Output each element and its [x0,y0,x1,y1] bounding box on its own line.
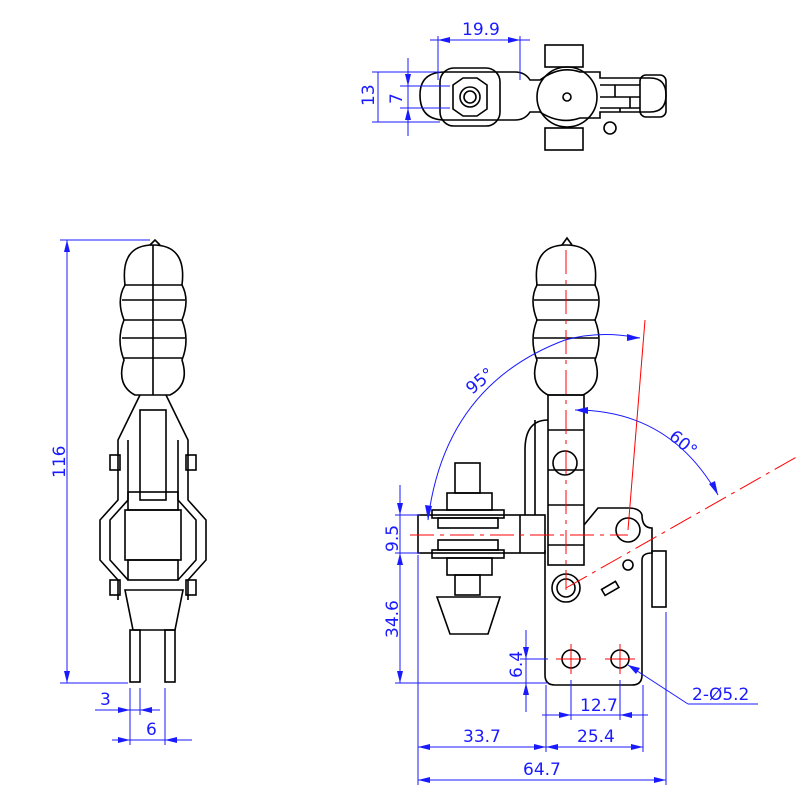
dim-reach: 33.7 [463,727,501,747]
dim-top-width: 19.9 [462,20,500,40]
dim-base-to-arm: 34.6 [383,600,403,638]
side-view: 116 3 6 [50,238,207,745]
dim-top-height-outer: 13 [359,84,379,106]
dim-hole-offset: 6.4 [507,651,527,678]
dim-open-angle: 60° [665,427,701,462]
dim-top-height-inner: 7 [387,93,407,104]
top-view: 19.9 13 7 [359,20,667,151]
dim-arm-height: 9.5 [383,525,403,552]
dim-overall-length: 64.7 [523,760,561,780]
dim-hole-callout: 2-Ø5.2 [692,685,749,705]
dim-finger-gap: 6 [146,720,157,740]
dim-finger-width: 3 [100,690,111,710]
dim-base-width: 25.4 [577,727,615,747]
mount-holes [556,644,635,674]
dim-overall-height: 116 [50,446,70,478]
front-view: 95° 60° 9.5 34.6 6.4 12.7 33.7 25.4 64.7 [383,236,800,785]
dim-hole-spacing: 12.7 [580,696,618,716]
dim-handle-angle: 95° [462,364,498,399]
